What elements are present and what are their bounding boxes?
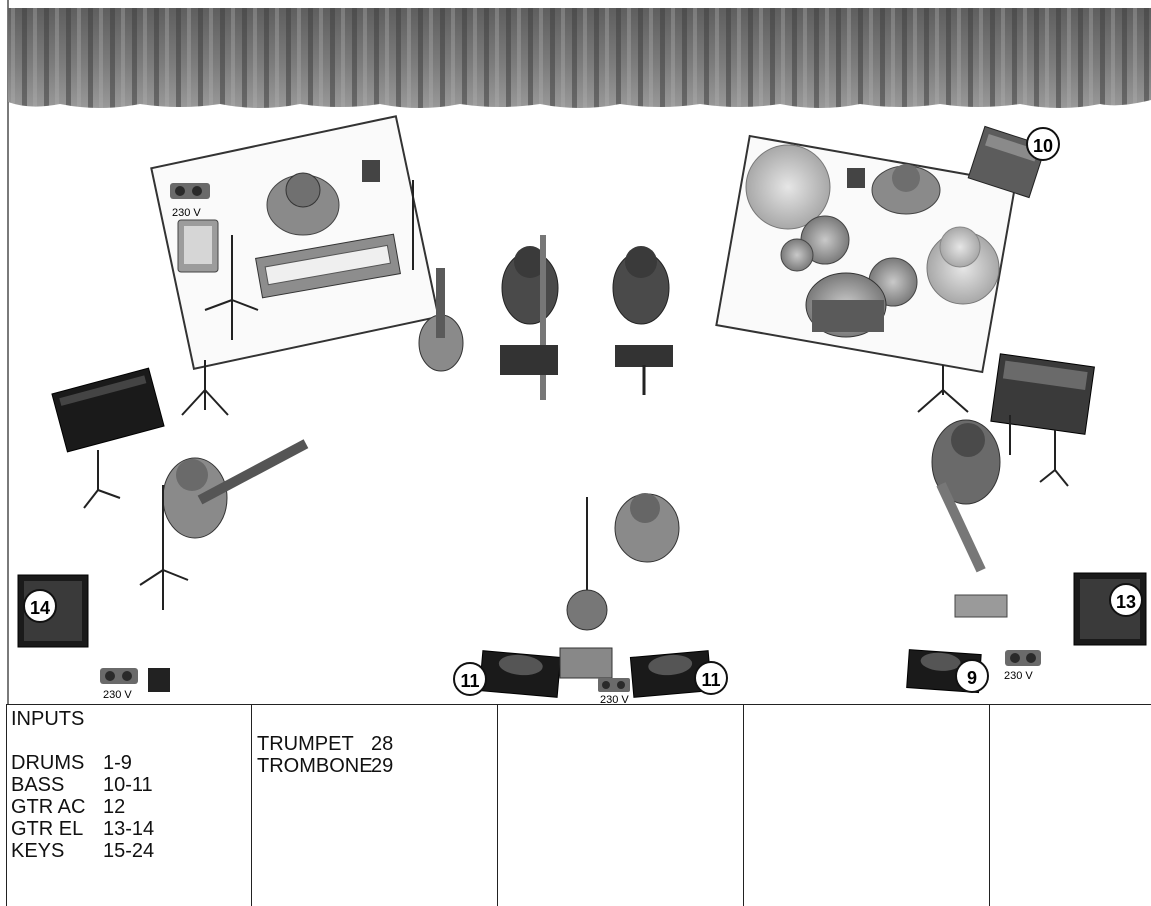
center-stagebox (560, 648, 630, 692)
trumpeter (613, 246, 673, 395)
inputs-heading: INPUTS (11, 708, 251, 730)
power-label-right: 230 V (1004, 670, 1033, 682)
bass-amp-badge: 10 (1027, 128, 1059, 160)
input-channels: 1-9 (103, 752, 132, 774)
input-name: TRUMPET (257, 733, 371, 755)
svg-text:11: 11 (701, 670, 720, 690)
power-outlet-right (1005, 650, 1041, 666)
input-name: GTR AC (11, 796, 103, 818)
trombonist (500, 235, 558, 400)
wedge-center-left-badge: 11 (454, 663, 486, 695)
back-curtain (8, 8, 1151, 108)
input-name: TROMBONE (257, 755, 371, 777)
mic-stand-drums (918, 365, 968, 412)
mic-stand-amp-left (84, 450, 120, 508)
svg-text:14: 14 (30, 598, 50, 618)
svg-text:9: 9 (967, 668, 977, 688)
power-label-left: 230 V (103, 689, 132, 701)
input-channels: 12 (103, 796, 125, 818)
input-channels: 29 (371, 755, 393, 777)
svg-text:13: 13 (1116, 592, 1136, 612)
input-name: DRUMS (11, 752, 103, 774)
pedal-board (955, 595, 1007, 617)
lead-vocalist (615, 493, 679, 562)
electric-guitarist-right (932, 420, 1000, 572)
guitar-amp-right (991, 354, 1095, 435)
input-channels: 10-11 (103, 774, 153, 796)
svg-text:11: 11 (460, 671, 479, 691)
inputs-column-4 (744, 705, 990, 906)
wedge-center-left (479, 651, 560, 698)
wedge-right-badge: 9 (956, 660, 988, 692)
power-label-keys: 230 V (172, 207, 201, 219)
electric-guitarist-left (163, 439, 308, 538)
input-name: GTR EL (11, 818, 103, 840)
side-fill-right-badge: 13 (1110, 584, 1142, 616)
inputs-column-3 (498, 705, 744, 906)
wedge-center-right-badge: 11 (695, 662, 727, 694)
svg-text:10: 10 (1033, 136, 1053, 156)
side-fill-left-badge: 14 (24, 590, 56, 622)
guitar-amp-left (52, 368, 164, 452)
input-channels: 13-14 (103, 818, 154, 840)
input-channels: 28 (371, 733, 393, 755)
input-name: KEYS (11, 840, 103, 862)
inputs-column-5 (990, 705, 1151, 906)
lead-vocal-mic (567, 497, 607, 630)
input-channels: 15-24 (103, 840, 154, 862)
input-name: BASS (11, 774, 103, 796)
